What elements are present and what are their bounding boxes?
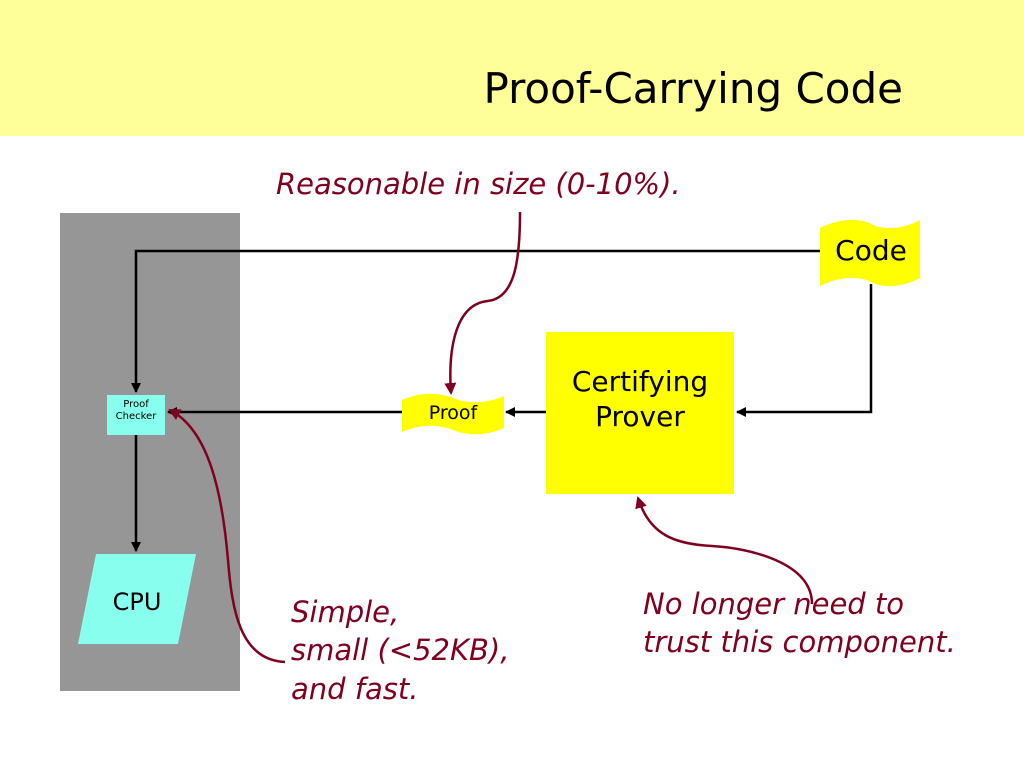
cpu-label: CPU [112, 588, 162, 616]
simple-callout-connector [168, 408, 286, 664]
size-callout: Reasonable in size (0-10%). [276, 167, 681, 201]
code-document-shape [820, 219, 920, 287]
trust-callout-line-2: trust this component. [643, 625, 956, 660]
proof-checker-label: Proof Checker [107, 399, 165, 423]
prover-label-line-1: Certifying [571, 365, 709, 398]
code-to-prover-arrow [736, 284, 873, 417]
simple-callout-line-3: and fast. [291, 671, 419, 706]
certifying-prover-label: Certifying Prover [546, 364, 734, 434]
proof-document-shape [402, 393, 504, 435]
trust-callout-connector [635, 496, 814, 605]
code-label: Code [835, 234, 907, 267]
simple-callout: Simple, small (<52KB), and fast. [291, 593, 509, 708]
proof-label: Proof [428, 402, 478, 424]
prover-label-line-2: Prover [595, 400, 685, 433]
simple-callout-line-2: small (<52KB), [291, 633, 510, 668]
code-to-checker-arrow [131, 249, 820, 393]
slide-title: Proof-Carrying Code [483, 64, 903, 113]
title-band [0, 0, 1024, 136]
trust-callout: No longer need to trust this component. [643, 585, 956, 662]
cpu-shape [78, 554, 196, 644]
checker-label-line-1: Proof [123, 399, 149, 410]
trust-callout-line-1: No longer need to [643, 587, 905, 621]
simple-callout-line-1: Simple, [291, 595, 400, 629]
certifying-prover-box [546, 332, 734, 494]
checker-label-line-2: Checker [115, 411, 157, 422]
proof-checker-box [107, 395, 165, 435]
size-callout-connector [444, 211, 522, 395]
